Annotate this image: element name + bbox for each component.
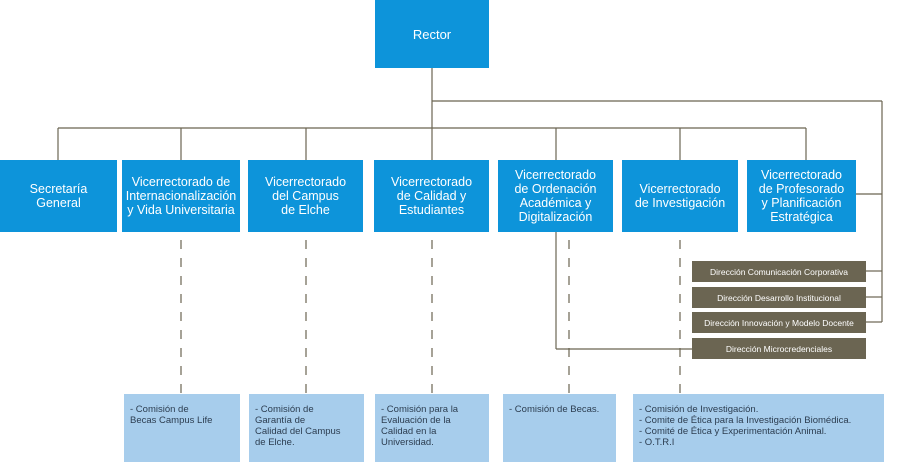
commission-box-campus-elche: - Comisión de Garantía de Calidad del Ca… [249,394,364,462]
commission-item: - Comisión de Garantía de Calidad del Ca… [255,404,341,448]
direction-microcredenciales: Dirección Microcredenciales [692,338,866,359]
commission-item: - O.T.R.I [639,437,675,448]
box-vicerrectorado-profesorado: Vicerrectorado de Profesorado y Planific… [747,160,856,232]
box-vicerrectorado-investigacion: Vicerrectorado de Investigación [622,160,738,232]
commission-box-ordenacion: - Comisión de Becas. [503,394,616,462]
box-vicerrectorado-ordenacion: Vicerrectorado de Ordenación Académica y… [498,160,613,232]
direction-desarrollo-institucional: Dirección Desarrollo Institucional [692,287,866,308]
direction-label: Dirección Microcredenciales [725,343,833,354]
box-vicerrectorado-internacionalizacion: Vicerrectorado de Internacionalización y… [122,160,240,232]
rector-box: Rector [375,0,489,68]
commission-box-calidad: - Comisión para la Evaluación de la Cali… [375,394,489,462]
commission-item: - Comisión de Investigación. [639,404,759,415]
commission-item: - Comisión para la Evaluación de la Cali… [381,404,459,448]
commission-item: - Comite de Ética para la Investigación … [639,415,852,426]
box-label: Vicerrectorado de Internacionalización y… [125,175,237,217]
commission-item: - Comisión de Becas Campus Life [130,404,213,426]
direction-label: Dirección Desarrollo Institucional [717,292,841,303]
direction-innovacion-modelo-docente: Dirección Innovación y Modelo Docente [692,312,866,333]
box-label: Vicerrectorado de Calidad y Estudiantes [390,175,473,217]
box-label: Vicerrectorado del Campus de Elche [264,175,347,217]
direction-label: Dirección Comunicación Corporativa [710,266,848,277]
direction-comunicacion-corporativa: Dirección Comunicación Corporativa [692,261,866,282]
box-label: Vicerrectorado de Ordenación Académica y… [514,168,597,224]
box-label: Vicerrectorado de Profesorado y Planific… [758,168,845,224]
commission-box-investigacion: - Comisión de Investigación. - Comite de… [633,394,884,462]
box-label: Vicerrectorado de Investigación [634,182,726,210]
box-label: Secretaría General [29,182,88,210]
box-secretaria-general: Secretaría General [0,160,117,232]
box-vicerrectorado-campus-elche: Vicerrectorado del Campus de Elche [248,160,363,232]
box-vicerrectorado-calidad: Vicerrectorado de Calidad y Estudiantes [374,160,489,232]
commission-box-internacionalizacion: - Comisión de Becas Campus Life [124,394,240,462]
rector-label: Rector [412,26,452,42]
commission-item: - Comisión de Becas. [509,404,600,415]
commission-item: - Comité de Ética y Experimentación Anim… [639,426,827,437]
direction-label: Dirección Innovación y Modelo Docente [704,317,854,328]
